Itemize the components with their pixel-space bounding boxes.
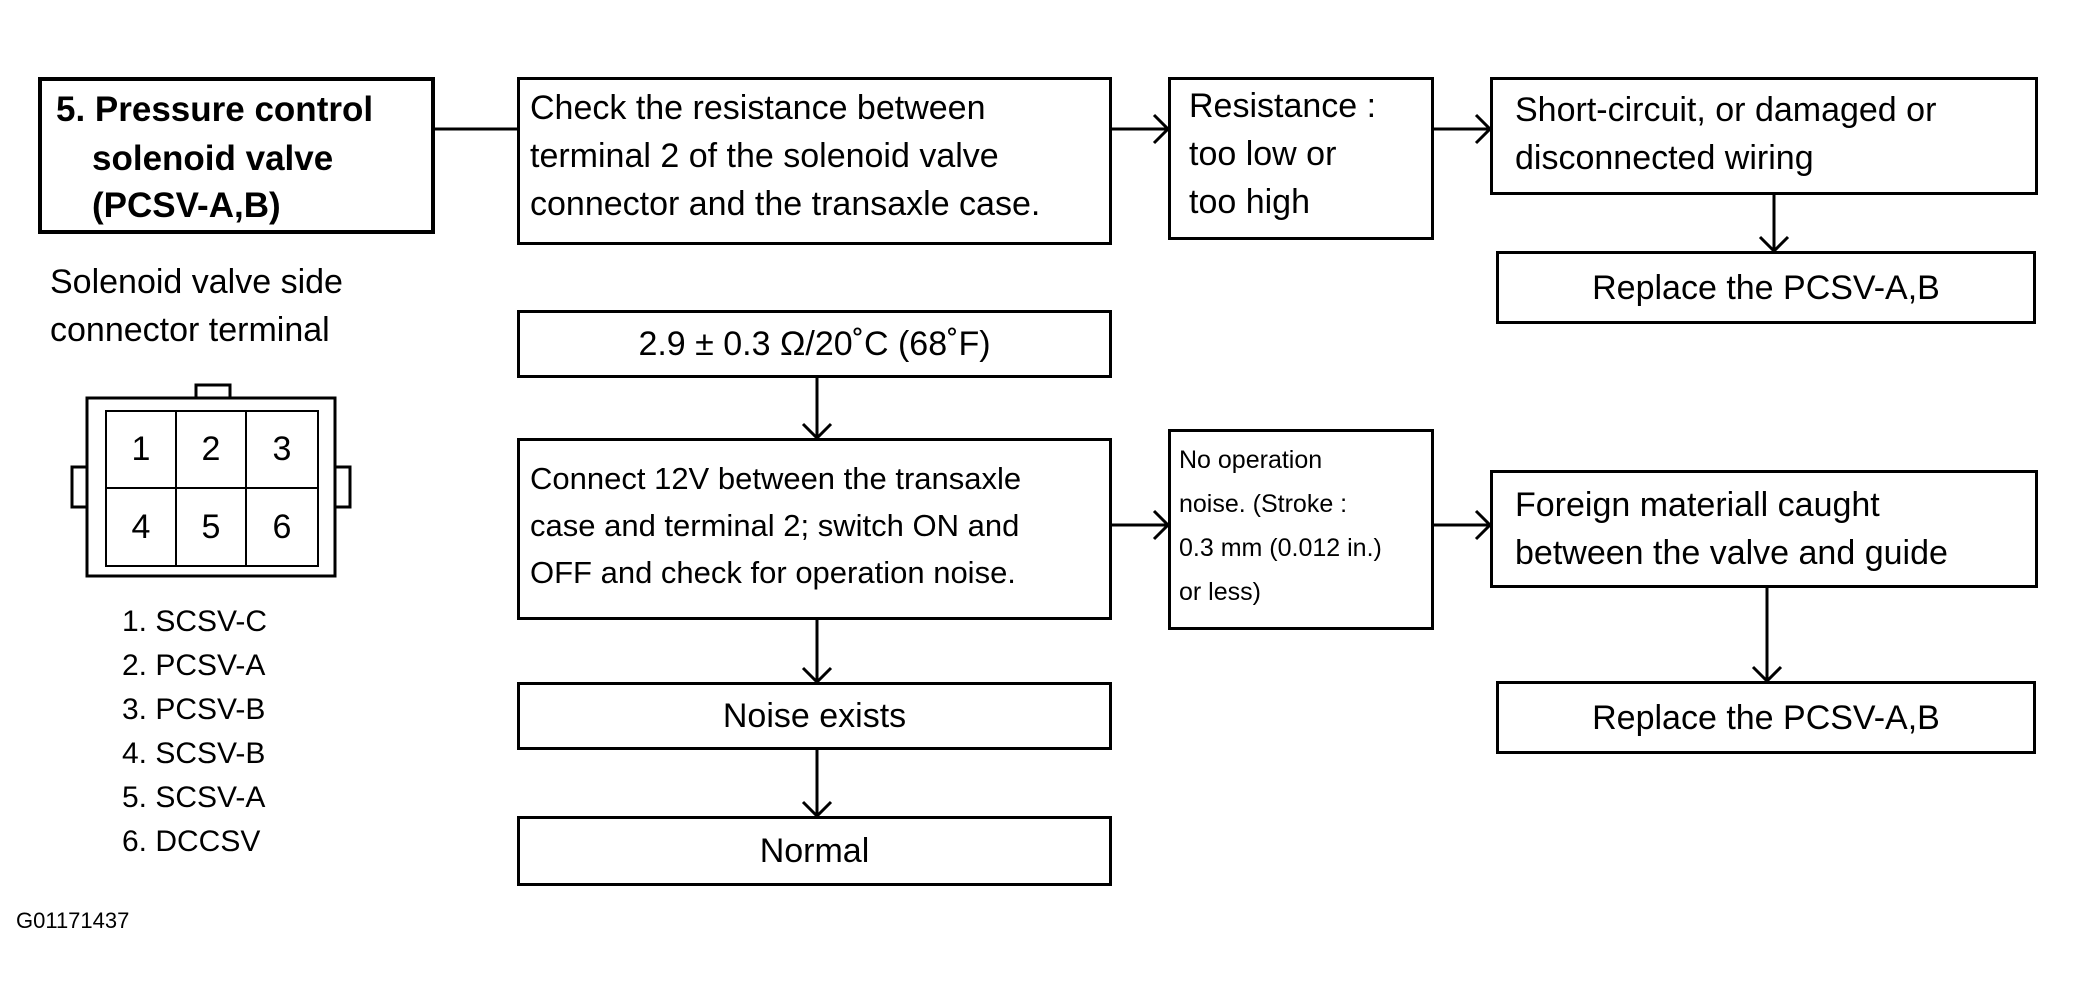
check-resistance-box: Check the resistance between terminal 2 …	[517, 77, 1112, 245]
foreign-material-line: between the valve and guide	[1515, 534, 1948, 572]
legend-item: 3. PCSV-B	[122, 693, 266, 726]
replace-pcsv-box-1: Replace the PCSV-A,B	[1496, 251, 2036, 324]
wiring-fault-box: Short-circuit, or damaged or disconnecte…	[1490, 77, 2038, 195]
resistance-fault-line: too low or	[1189, 135, 1337, 173]
legend-item: 2. PCSV-A	[122, 649, 266, 682]
resistance-spec-box: 2.9 ± 0.3 Ω/20˚C (68˚F)	[517, 310, 1112, 378]
check-resistance-line: connector and the transaxle case.	[530, 185, 1041, 223]
connect-12v-line: OFF and check for operation noise.	[530, 555, 1016, 590]
foreign-material-box: Foreign materiall caught between the val…	[1490, 470, 2038, 588]
no-noise-line: noise. (Stroke :	[1179, 490, 1348, 518]
replace-pcsv-box-2: Replace the PCSV-A,B	[1496, 681, 2036, 754]
connector-pin: 6	[245, 487, 319, 567]
no-operation-noise-box: No operation noise. (Stroke : 0.3 mm (0.…	[1168, 429, 1434, 630]
connect-12v-line: Connect 12V between the transaxle	[530, 461, 1022, 496]
component-title-line-2: solenoid valve	[92, 139, 334, 178]
connector-housing	[70, 383, 352, 578]
normal-box: Normal	[517, 816, 1112, 886]
connect-12v-box: Connect 12V between the transaxle case a…	[517, 438, 1112, 620]
legend-item: 4. SCSV-B	[122, 737, 266, 770]
wiring-fault-line: Short-circuit, or damaged or	[1515, 91, 1937, 129]
connector-pin: 5	[175, 487, 247, 567]
connector-pin: 1	[105, 410, 177, 489]
connector-caption-line-2: connector terminal	[50, 311, 330, 349]
resistance-fault-line: Resistance :	[1189, 87, 1377, 125]
component-title-box: 5. Pressure control solenoid valve (PCSV…	[38, 77, 435, 234]
connector-pin-grid: 1 2 3 4 5 6	[105, 410, 319, 567]
terminal-legend: 1. SCSV-C 2. PCSV-A 3. PCSV-B 4. SCSV-B …	[122, 600, 267, 864]
resistance-fault-line: too high	[1189, 183, 1310, 221]
legend-item: 1. SCSV-C	[122, 605, 268, 638]
connect-12v-line: case and terminal 2; switch ON and	[530, 508, 1020, 543]
legend-item: 5. SCSV-A	[122, 781, 266, 814]
no-noise-line: 0.3 mm (0.012 in.)	[1179, 534, 1382, 562]
connector-caption-line-1: Solenoid valve side	[50, 263, 343, 301]
noise-exists-box: Noise exists	[517, 682, 1112, 750]
no-noise-line: or less)	[1179, 578, 1261, 606]
connector-pin: 3	[245, 410, 319, 489]
legend-item: 6. DCCSV	[122, 825, 261, 858]
resistance-fault-box: Resistance : too low or too high	[1168, 77, 1434, 240]
figure-code: G01171437	[16, 908, 130, 933]
check-resistance-line: terminal 2 of the solenoid valve	[530, 137, 999, 175]
component-title-line-3: (PCSV-A,B)	[92, 186, 281, 225]
check-resistance-line: Check the resistance between	[530, 89, 986, 127]
foreign-material-line: Foreign materiall caught	[1515, 486, 1880, 524]
connector-pin: 2	[175, 410, 247, 489]
no-noise-line: No operation	[1179, 446, 1323, 474]
connector-pin: 4	[105, 487, 177, 567]
wiring-fault-line: disconnected wiring	[1515, 139, 1814, 177]
component-title-line-1: 5. Pressure control	[56, 90, 374, 129]
